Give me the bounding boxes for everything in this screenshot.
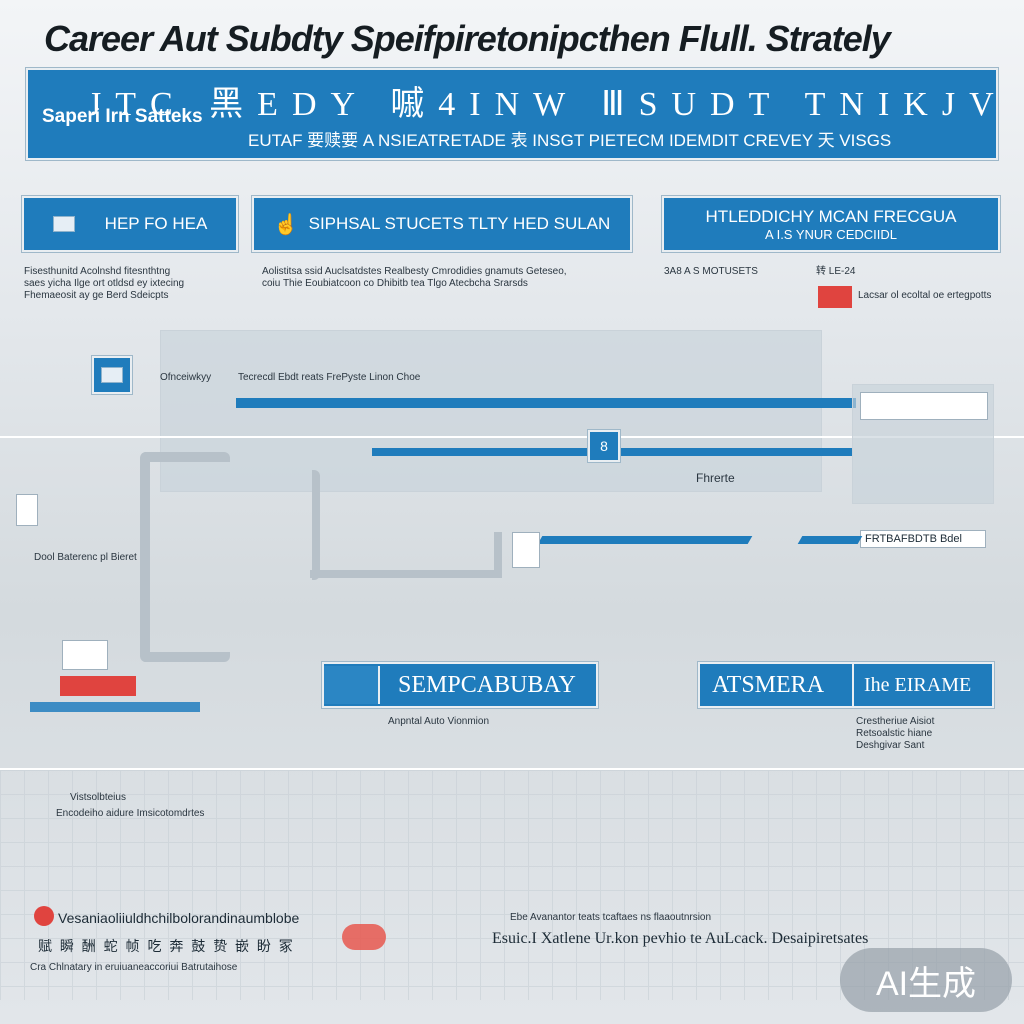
bottom-box-1-caption: Anpntal Auto Vionmion — [388, 716, 490, 727]
section-3-sublabel: A I.S YNUR CEDCIIDL — [765, 226, 897, 242]
flow-arrow-2 — [797, 536, 863, 544]
flow-top-row-label: Tecrecdl Ebdt reats FrePyste Linon Choe — [238, 372, 421, 383]
document-icon — [52, 216, 75, 232]
flow-left-small-label: Ofnceiwkyy — [160, 372, 212, 383]
bottom-left-line-3: Cra Chlnatary in eruiuaneaccoriui Batrut… — [30, 962, 238, 973]
section-2-desc: Aolistitsa ssid Auclsatdstes Realbesty C… — [262, 266, 567, 289]
section-3-desc-1: 3A8 A S MOTUSETS — [664, 266, 758, 277]
bottom-encodes: Encodeiho aidure Imsicotomdrtes — [56, 808, 205, 819]
header-letters: JTC 黑EDY 嘁4INW ⅢSUDT TNIKJV — [88, 86, 1008, 123]
bottom-right-line: Esuic.I Xatlene Ur.kon pevhio te AuLcack… — [492, 930, 869, 947]
ai-generated-badge: AI生成 — [840, 948, 1012, 1012]
bottom-box-2[interactable]: ATSMERA Ihe EIRAME — [698, 662, 994, 708]
flow-left-side-label: Dool Baterenc pl Bieret — [34, 552, 137, 563]
page-title: Career Aut Subdty Speifpiretonipcthen Fl… — [44, 18, 891, 59]
red-dot-icon — [34, 906, 54, 926]
section-1-desc: Fisesthunitd Acolnshd fitesnthtng saes y… — [24, 266, 185, 301]
bottom-left-line-2: 赋 瞬 酬 蛇 帧 吃 奔 鼓 贽 嵌 盼 冢 — [38, 938, 295, 954]
section-box-1[interactable]: HEP FO HEA — [22, 196, 238, 252]
left-device-icon — [16, 494, 38, 526]
connector-pipe-mid — [212, 470, 320, 580]
left-card-icon — [62, 640, 108, 670]
connector-pipe-bottom — [310, 570, 500, 578]
bottom-right-small: Ebe Avanantor teats tcaftaes ns flaaoutn… — [510, 912, 712, 923]
header-sub-label: EUTAF 要赎要 A NSIEATRETADE 表 INSGT PIETECM… — [248, 131, 892, 150]
section-2-label: SIPHSAL STUCETS TLTY HED SULAN — [308, 214, 611, 233]
left-red-card — [60, 676, 136, 696]
bottom-box-2-caption: Crestheriue Aisiot Retsoalstic hiane Des… — [856, 716, 935, 751]
bottom-vitation: Vistsolbteius — [70, 792, 126, 803]
red-blob — [342, 924, 386, 950]
section-3-desc-3: Lacsar ol ecoltal oe ertegpotts — [858, 290, 992, 301]
flow-arrow-1 — [537, 536, 753, 544]
bottom-box-1-label: SEMPCABUBAY — [398, 671, 576, 698]
bottom-box-1-icon — [324, 666, 380, 704]
connector-pipe-up — [494, 532, 502, 578]
section-3-desc-2: 转 LE-24 — [816, 266, 856, 277]
bottom-left-line-1: Vesaniaoliiuldhchilbolorandinaumblobe — [58, 910, 300, 926]
hand-icon: ☝ — [273, 213, 299, 236]
section-box-3[interactable]: HTLEDDICHY MCAN FRECGUA A I.S YNUR CEDCI… — [662, 196, 1000, 252]
flow-right-label: FRTBAFBDTB Bdel — [860, 530, 986, 548]
bottom-box-2-label2: Ihe EIRAME — [852, 664, 971, 706]
flow-start-icon[interactable] — [92, 356, 132, 394]
right-thumbnail — [860, 392, 988, 420]
divider-line-2 — [0, 768, 1024, 770]
cabinet-icon — [101, 367, 123, 383]
section-1-label: HEP FO HEA — [104, 214, 208, 233]
bottom-box-1[interactable]: SEMPCABUBAY — [322, 662, 598, 708]
bottom-box-2-label: ATSMERA — [712, 671, 825, 698]
header-band: JTC 黑EDY 嘁4INW ⅢSUDT TNIKJV Saperi Irn S… — [26, 68, 998, 160]
flow-mid-label: Fhrerte — [696, 471, 735, 485]
left-blue-strip — [30, 702, 200, 712]
divider-line-1 — [0, 436, 1024, 438]
section-box-2[interactable]: ☝ SIPHSAL STUCETS TLTY HED SULAN — [252, 196, 632, 252]
header-left-label: Saperi Irn Satteks — [42, 106, 203, 127]
flow-panel — [160, 330, 822, 492]
step-number-badge[interactable]: 8 — [588, 430, 620, 462]
red-marker-icon — [818, 286, 852, 308]
connector-pipe-left — [140, 452, 230, 662]
flow-bar-top — [236, 398, 856, 408]
flow-node-icon — [512, 532, 540, 568]
section-3-label: HTLEDDICHY MCAN FRECGUA — [705, 206, 957, 226]
